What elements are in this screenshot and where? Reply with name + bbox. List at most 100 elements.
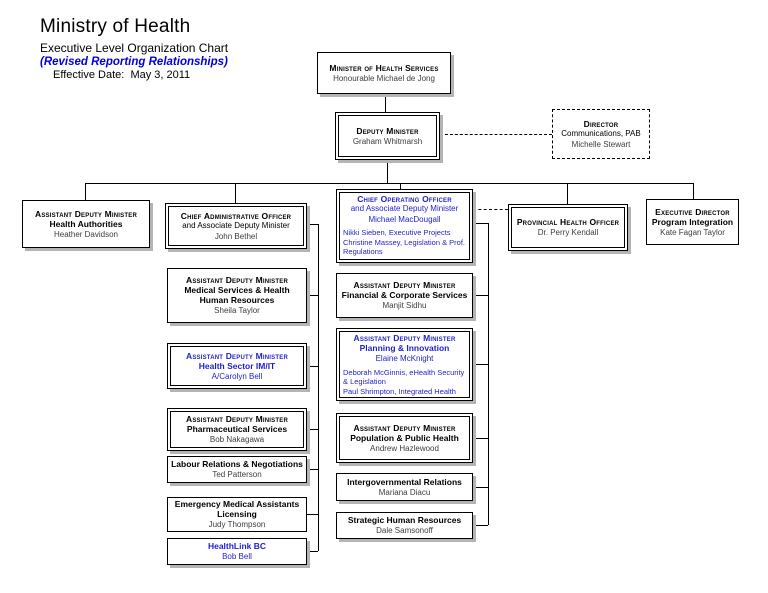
- box-staff-note: Christine Massey, Legislation & Prof. Re…: [343, 237, 465, 257]
- box-person-name: Mariana Diacu: [378, 487, 431, 497]
- box-department: Financial & Corporate Services: [341, 290, 468, 301]
- box-department: Health Sector IM/IT: [198, 360, 276, 371]
- org-box-ed-program-integration: Executive Director Program Integration K…: [646, 199, 739, 245]
- connector-stub-healthlink: [307, 551, 318, 552]
- connector-deputy-to-bus: [387, 160, 388, 183]
- connector-stub-pharmaceutical: [307, 429, 318, 430]
- box-person-name: Graham Whitmarsh: [352, 136, 423, 146]
- org-box-adm-medical-services-hr: Assistant Deputy Minister Medical Servic…: [167, 268, 307, 323]
- org-box-intergovernmental-relations: Intergovernmental Relations Mariana Diac…: [336, 473, 473, 501]
- org-box-healthlink-bc: HealthLink BC Bob Bell: [167, 538, 307, 565]
- box-person-name: Heather Davidson: [53, 229, 119, 239]
- chart-header: Ministry of Health Executive Level Organ…: [40, 16, 340, 81]
- revision-note: (Revised Reporting Relationships): [40, 56, 228, 68]
- org-box-ema-licensing: Emergency Medical Assistants Licensing J…: [167, 497, 307, 532]
- box-title: Chief Operating Officer: [357, 194, 452, 204]
- box-title: Minister of Health Services: [329, 62, 439, 73]
- box-staff-note: Deborah McGinnis, eHealth Security & Leg…: [343, 367, 465, 387]
- connector-stub-planning: [473, 364, 488, 365]
- box-person-name: Honourable Michael de Jong: [333, 73, 435, 83]
- box-title: Deputy Minister: [356, 125, 419, 136]
- box-title: Assistant Deputy Minister: [353, 280, 456, 291]
- box-person-name: Andrew Hazlewood: [370, 443, 439, 453]
- connector-cao-spine: [318, 224, 319, 551]
- box-title: Director: [583, 118, 619, 129]
- org-box-adm-pharmaceutical-services: Assistant Deputy Minister Pharmaceutical…: [167, 408, 307, 451]
- effective-date: Effective Date: May 3, 2011: [53, 69, 191, 81]
- org-box-chief-administrative-officer: Chief Administrative Officer and Associa…: [165, 203, 307, 249]
- box-department: HealthLink BC: [207, 541, 267, 552]
- org-box-adm-financial-corporate: Assistant Deputy Minister Financial & Co…: [336, 273, 473, 318]
- box-staff-note: Paul Shrimpton, Integrated Health: [343, 386, 456, 396]
- connector-stub-financial: [473, 295, 488, 296]
- box-person-name: Manjit Sidhu: [382, 301, 427, 311]
- page-subtitle: Executive Level Organization Chart: [40, 41, 229, 55]
- org-box-adm-health-sector-imit: Assistant Deputy Minister Health Sector …: [167, 343, 307, 389]
- connector-stub-intergovernmental: [473, 487, 488, 488]
- connector-bus-to-ed: [693, 183, 694, 199]
- org-box-labour-relations: Labour Relations & Negotiations Ted Patt…: [167, 456, 307, 483]
- box-title: Executive Director: [655, 206, 730, 217]
- box-staff-note: Nikki Sieben, Executive Projects: [343, 228, 451, 238]
- connector-deputy-to-director-dashed: [440, 134, 552, 135]
- org-box-chief-operating-officer: Chief Operating Officer and Associate De…: [336, 189, 473, 263]
- box-title: Assistant Deputy Minister: [186, 274, 288, 285]
- page-title: Ministry of Health: [40, 16, 191, 37]
- box-department: Planning & Innovation: [359, 343, 450, 354]
- connector-stub-health-sector-imit: [307, 366, 318, 367]
- box-person-name: A/Carolyn Bell: [211, 371, 263, 381]
- box-title: Assistant Deputy Minister: [353, 333, 456, 343]
- box-department: Pharmaceutical Services: [186, 424, 288, 435]
- connector-stub-labour-relations: [307, 469, 318, 470]
- box-person-name: Judy Thompson: [208, 520, 266, 530]
- org-box-adm-planning-innovation: Assistant Deputy Minister Planning & Inn…: [336, 328, 473, 401]
- connector-bus-to-cao: [235, 183, 236, 203]
- org-box-minister-of-health-services: Minister of Health Services Honourable M…: [317, 52, 451, 94]
- box-person-name: Ted Patterson: [212, 470, 262, 480]
- box-department-line2: Licensing: [217, 509, 257, 520]
- box-person-name: Kate Fagan Taylor: [660, 227, 725, 237]
- box-title: Provincial Health Officer: [516, 217, 620, 228]
- box-department: Strategic Human Resources: [347, 515, 462, 526]
- box-person-name: Elaine McKnight: [375, 354, 434, 364]
- org-box-adm-population-public-health: Assistant Deputy Minister Population & P…: [336, 413, 473, 463]
- connector-coo-to-pho-dashed: [473, 209, 508, 210]
- box-department: Intergovernmental Relations: [347, 476, 462, 487]
- connector-stub-population: [473, 438, 488, 439]
- box-subtitle: and Associate Deputy Minister: [182, 221, 290, 230]
- box-department: Emergency Medical Assistants: [174, 499, 300, 510]
- box-department: Labour Relations & Negotiations: [171, 459, 303, 470]
- org-box-provincial-health-officer: Provincial Health Officer Dr. Perry Kend…: [508, 204, 628, 251]
- box-person-name: Michael MacDougall: [368, 214, 441, 224]
- box-title: Assistant Deputy Minister: [353, 422, 456, 433]
- org-box-strategic-human-resources: Strategic Human Resources Dale Samsonoff: [336, 512, 473, 539]
- box-person-name: Dr. Perry Kendall: [537, 228, 599, 238]
- box-department: Health Authorities: [49, 218, 123, 229]
- box-title: Assistant Deputy Minister: [186, 350, 288, 361]
- box-department-line2: Human Resources: [199, 295, 275, 306]
- box-subtitle: and Associate Deputy Minister: [350, 204, 459, 214]
- box-person-name: Bob Bell: [222, 552, 252, 562]
- box-staff-notes: Deborah McGinnis, eHealth Security & Leg…: [343, 368, 466, 396]
- connector-stub-strategic-hr: [473, 525, 488, 526]
- box-unit: Communications, PAB: [561, 129, 641, 138]
- box-person-name: Sheila Taylor: [214, 306, 260, 316]
- connector-bus-to-health-authorities: [85, 183, 86, 200]
- connector-bus-to-pho: [567, 183, 568, 204]
- box-title: Assistant Deputy Minister: [35, 208, 137, 219]
- box-person-name: Dale Samsonoff: [376, 526, 433, 536]
- connector-executive-bus: [85, 183, 693, 184]
- box-staff-notes: Nikki Sieben, Executive Projects Christi…: [343, 228, 466, 256]
- box-person-name: Michelle Stewart: [571, 139, 631, 149]
- box-title: Chief Administrative Officer: [180, 210, 292, 221]
- connector-bus-to-coo: [400, 183, 401, 189]
- connector-stub-cao: [307, 224, 318, 225]
- connector-coo-spine: [488, 223, 489, 525]
- box-title: Assistant Deputy Minister: [186, 414, 288, 425]
- connector-stub-coo: [473, 223, 488, 224]
- connector-stub-ema-licensing: [307, 514, 318, 515]
- org-box-deputy-minister: Deputy Minister Graham Whitmarsh: [335, 112, 440, 160]
- box-department: Medical Services & Health: [184, 285, 290, 296]
- box-person-name: Bob Nakagawa: [209, 435, 265, 445]
